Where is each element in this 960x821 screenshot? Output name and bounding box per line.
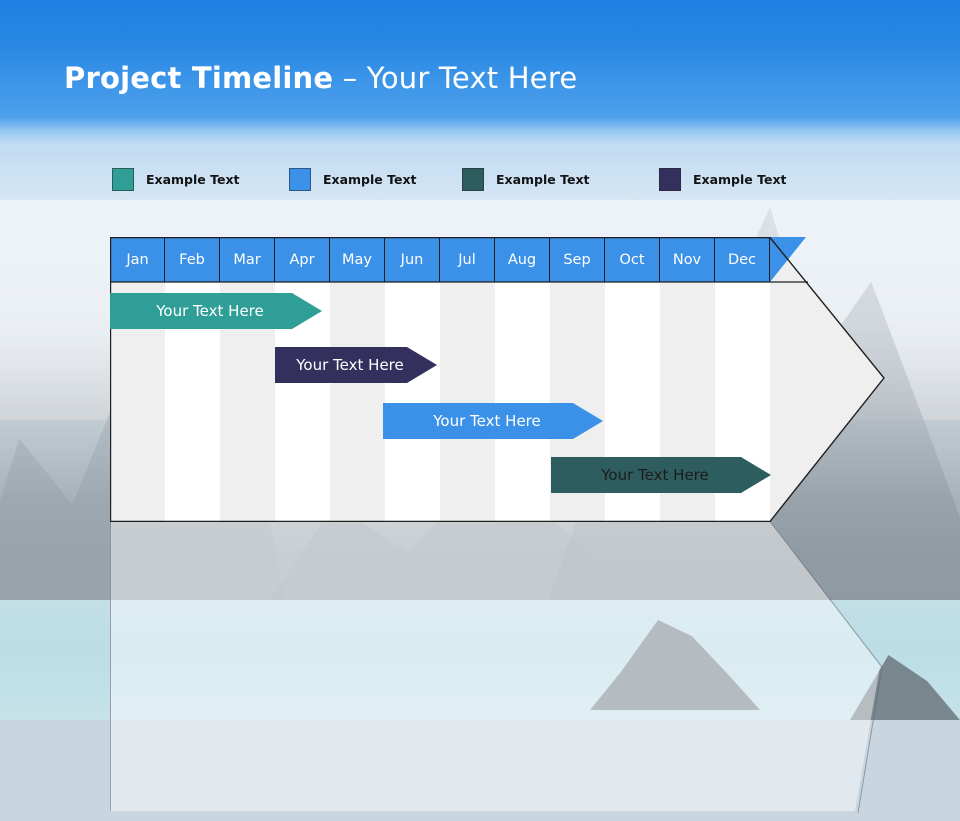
legend-swatch-icon-2 (289, 168, 311, 191)
task-bar-label-4: Your Text Here (601, 466, 709, 484)
month-column-mar[interactable]: Mar (220, 237, 275, 522)
legend-swatch-icon-1 (112, 168, 134, 191)
page-title-separator: – (333, 61, 367, 95)
month-header-jul[interactable]: Jul (440, 237, 495, 282)
timeline-chart: Jan Feb Mar Apr May Jun Jul Aug Sep Oct … (110, 237, 885, 522)
month-header-apr[interactable]: Apr (275, 237, 330, 282)
task-bar-label-3: Your Text Here (433, 412, 541, 430)
month-column-jul[interactable]: Jul (440, 237, 495, 522)
month-header-oct[interactable]: Oct (605, 237, 660, 282)
month-column-jan[interactable]: Jan (110, 237, 165, 522)
month-header-sep[interactable]: Sep (550, 237, 605, 282)
legend-label-2: Example Text (323, 172, 417, 187)
task-bar-2[interactable]: Your Text Here (275, 347, 437, 383)
task-bar-1[interactable]: Your Text Here (110, 293, 322, 329)
page-title-strong: Project Timeline (64, 61, 334, 95)
month-header-aug[interactable]: Aug (495, 237, 550, 282)
task-bar-4[interactable]: Your Text Here (551, 457, 771, 493)
page-title-light: Your Text Here (366, 61, 578, 95)
month-header-may[interactable]: May (330, 237, 385, 282)
title-banner (0, 0, 960, 144)
legend-item-2[interactable]: Example Text (289, 168, 417, 191)
legend-item-4[interactable]: Example Text (659, 168, 787, 191)
legend-label-4: Example Text (693, 172, 787, 187)
page-title: Project Timeline – Your Text Here (64, 61, 577, 95)
month-column-feb[interactable]: Feb (165, 237, 220, 522)
task-bar-3[interactable]: Your Text Here (383, 403, 603, 439)
month-header-jan[interactable]: Jan (110, 237, 165, 282)
month-header-mar[interactable]: Mar (220, 237, 275, 282)
timeline-arrow-outline (110, 237, 885, 522)
month-header-feb[interactable]: Feb (165, 237, 220, 282)
month-header-jun[interactable]: Jun (385, 237, 440, 282)
legend: Example Text Example Text Example Text E… (0, 168, 960, 196)
month-column-aug[interactable]: Aug (495, 237, 550, 522)
timeline-perspective-shadow-edges (110, 521, 883, 814)
month-header-nov[interactable]: Nov (660, 237, 715, 282)
background-lake (0, 600, 960, 720)
legend-swatch-icon-4 (659, 168, 681, 191)
task-bar-label-2: Your Text Here (296, 356, 404, 374)
legend-label-3: Example Text (496, 172, 590, 187)
legend-label-1: Example Text (146, 172, 240, 187)
legend-swatch-icon-3 (462, 168, 484, 191)
task-bar-label-1: Your Text Here (156, 302, 264, 320)
legend-item-1[interactable]: Example Text (112, 168, 240, 191)
month-header-dec[interactable]: Dec (715, 237, 770, 282)
legend-item-3[interactable]: Example Text (462, 168, 590, 191)
